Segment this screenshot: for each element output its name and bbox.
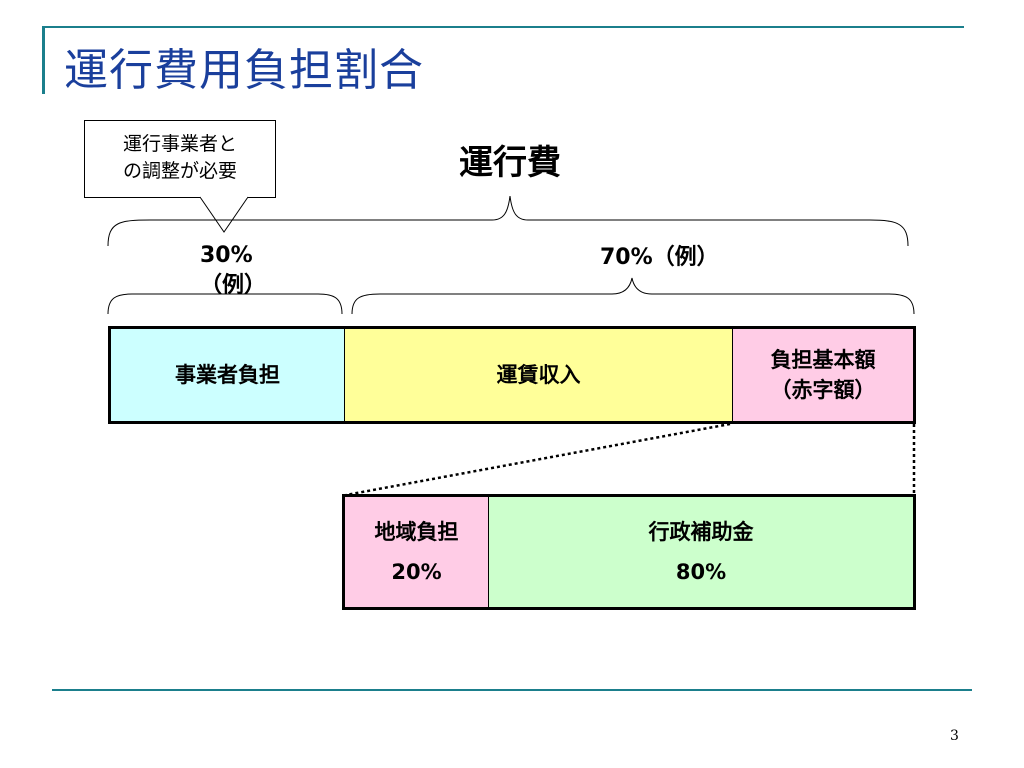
segment-government-percent: 80% — [675, 560, 727, 584]
slide-title: 運行費用負担割合 — [64, 45, 424, 96]
callout-line-2: の調整が必要 — [122, 160, 237, 182]
segment-regional-share: 地域負担 20% — [345, 497, 489, 607]
percent-30-value: 30% — [200, 243, 253, 268]
operating-cost-label: 運行費 — [459, 143, 561, 183]
percent-30-note: （例） — [200, 273, 267, 298]
callout-line-1: 運行事業者と — [122, 133, 237, 155]
segment-deficit: 負担基本額 （赤字額） — [733, 329, 913, 421]
brace-70 — [351, 277, 915, 315]
segment-government-label: 行政補助金 — [648, 520, 754, 544]
dotted-connector-left — [345, 422, 731, 497]
title-top-rule — [42, 26, 964, 28]
segment-government-subsidy: 行政補助金 80% — [489, 497, 913, 607]
segment-regional-percent: 20% — [391, 560, 442, 584]
segment-operator-share-label: 事業者負担 — [175, 363, 280, 387]
callout-pointer — [199, 196, 249, 233]
percent-70-label: 70%（例） — [600, 245, 719, 270]
percent-30-label: 30% （例） — [200, 241, 266, 301]
cost-breakdown-bar: 事業者負担 運賃収入 負担基本額 （赤字額） — [108, 326, 916, 424]
deficit-breakdown-bar: 地域負担 20% 行政補助金 80% — [342, 494, 916, 610]
brace-30 — [107, 293, 343, 315]
footer-rule — [52, 689, 972, 691]
segment-fare-revenue: 運賃収入 — [345, 329, 733, 421]
segment-regional-label: 地域負担 — [374, 520, 459, 544]
segment-deficit-note: （赤字額） — [770, 378, 876, 402]
callout-box: 運行事業者と の調整が必要 — [84, 120, 276, 198]
brace-total — [107, 195, 909, 247]
segment-operator-share: 事業者負担 — [111, 329, 345, 421]
title-left-rule — [42, 28, 45, 94]
segment-fare-revenue-label: 運賃収入 — [496, 363, 581, 387]
page-number: 3 — [950, 728, 959, 744]
segment-deficit-label: 負担基本額 — [770, 348, 876, 372]
